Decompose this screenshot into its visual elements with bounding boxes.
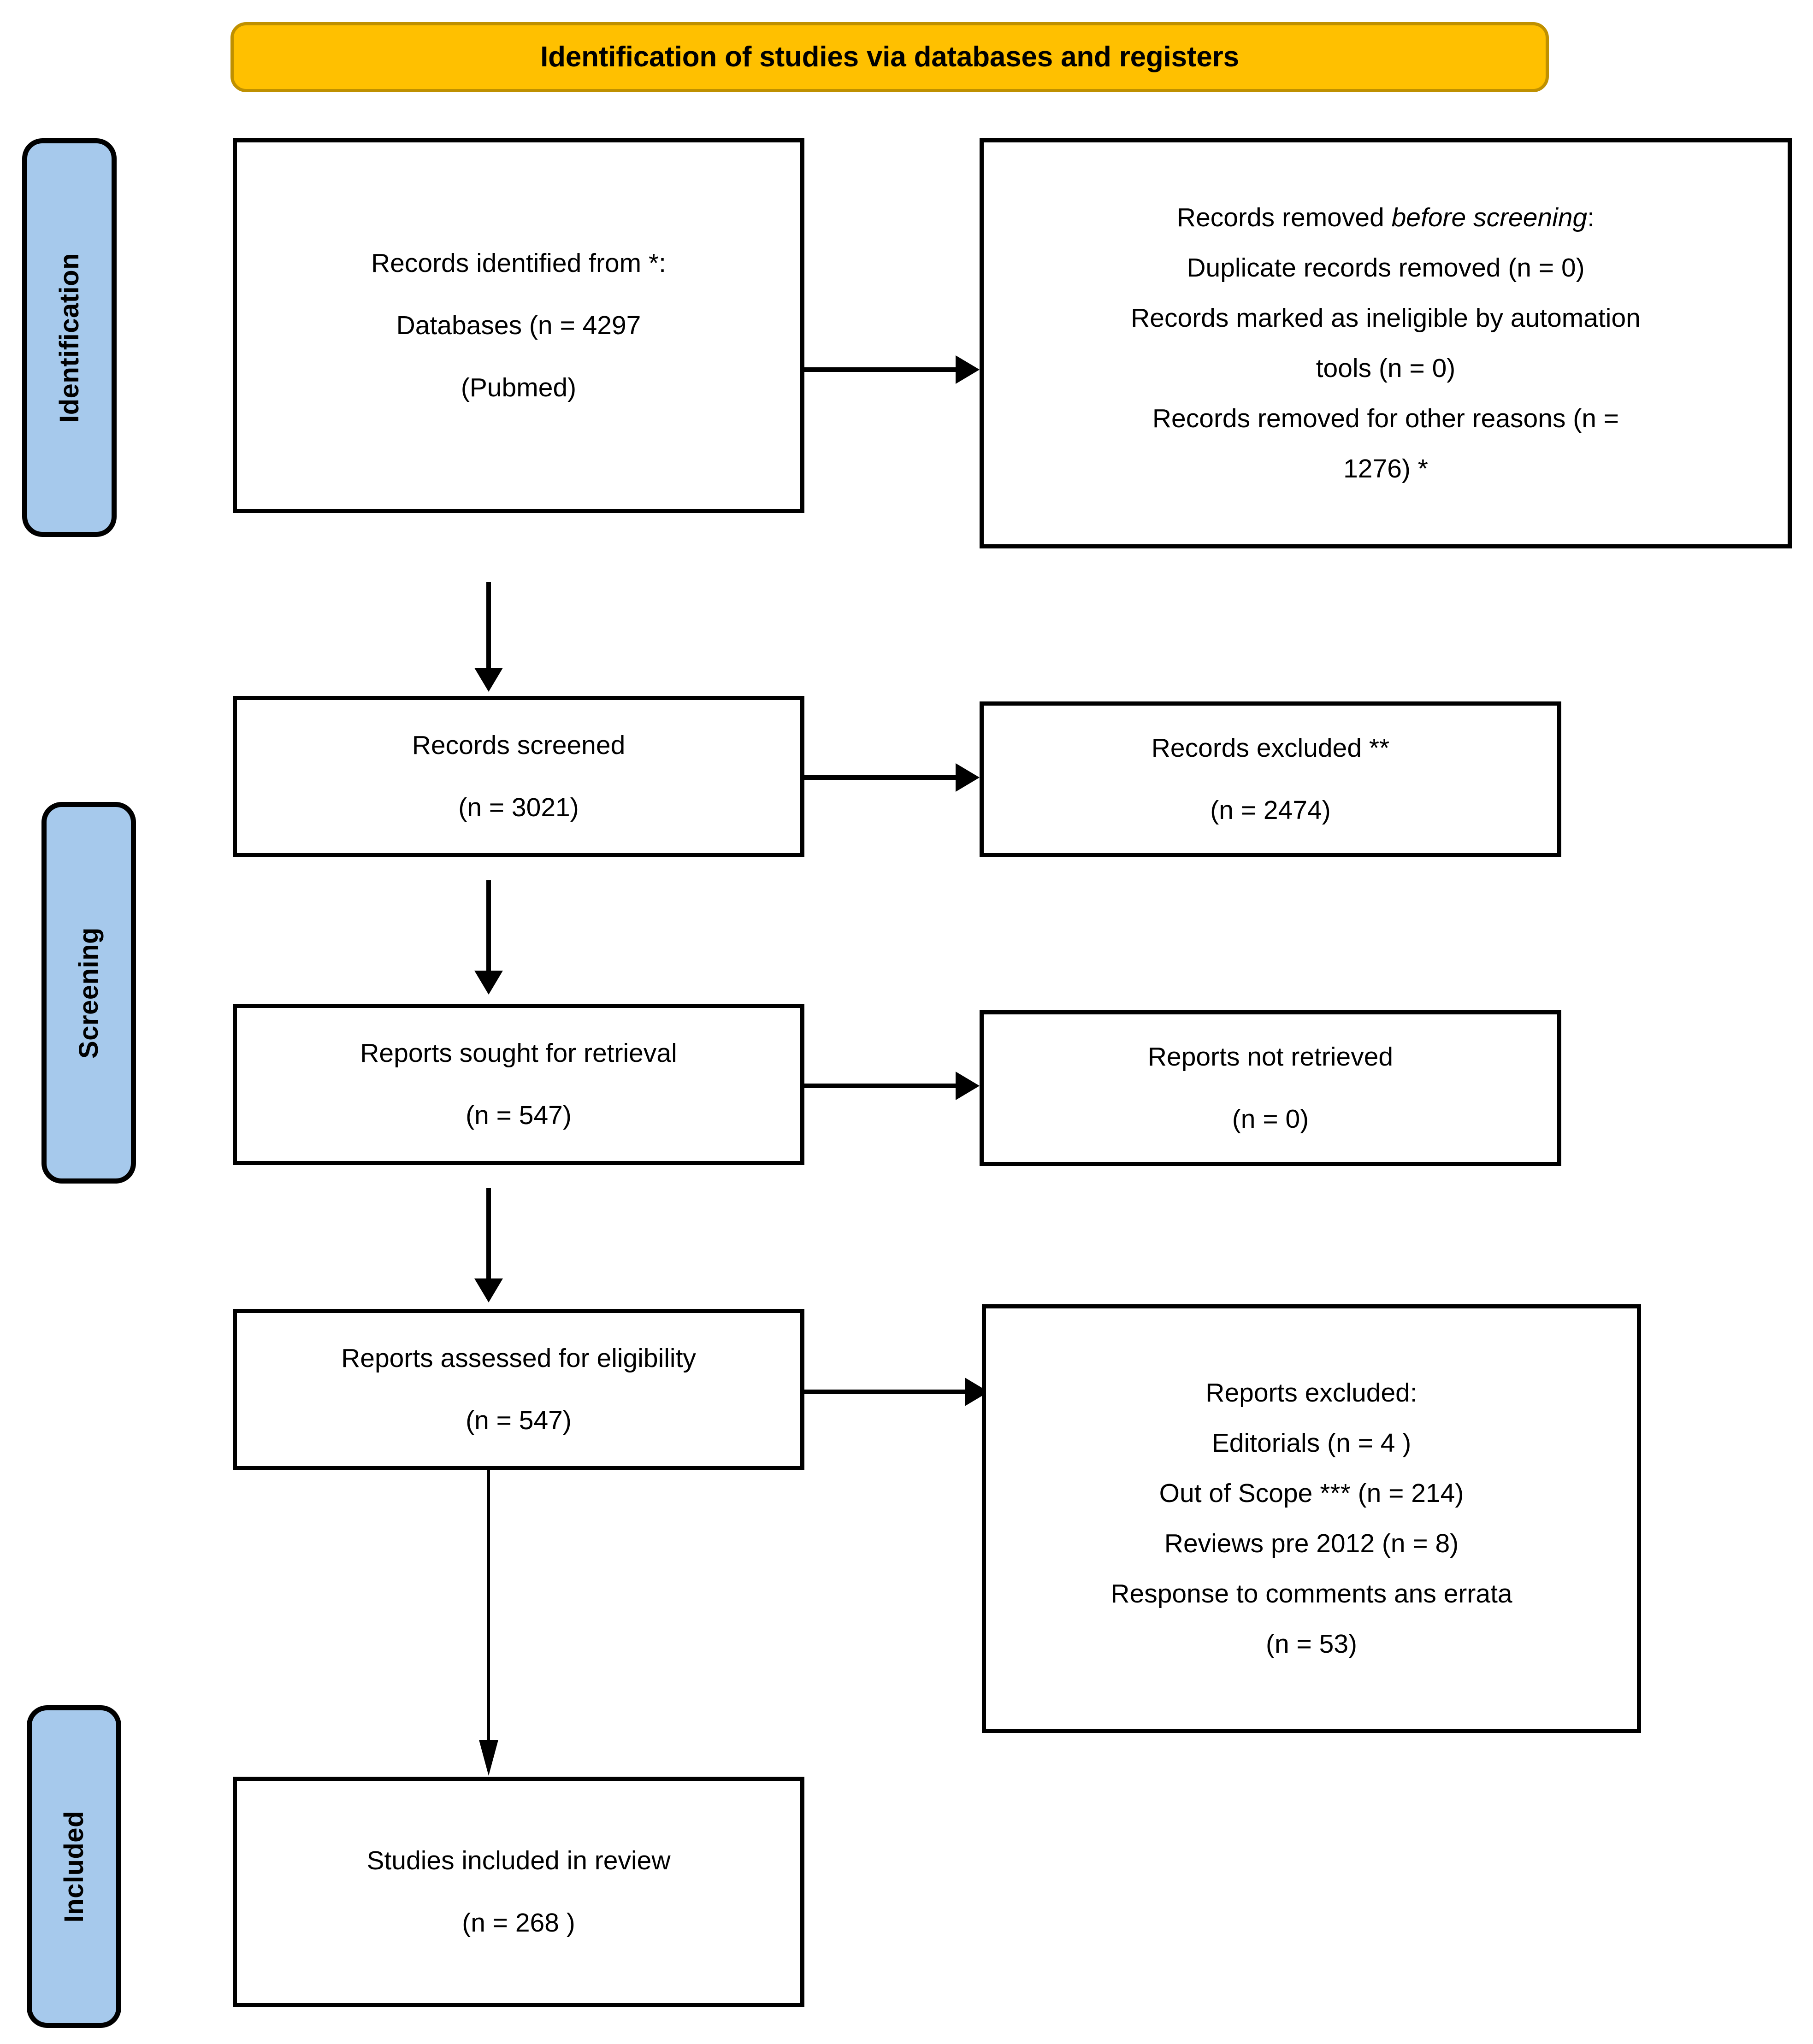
reports-sought-line-1: Reports sought for retrieval	[360, 1038, 677, 1068]
records-removed-line-4: tools (n = 0)	[1316, 353, 1456, 383]
box-reports-sought: Reports sought for retrieval (n = 547)	[233, 1004, 804, 1165]
records-excluded-line-1: Records excluded **	[1151, 733, 1390, 763]
stage-label-identification: Identification	[22, 138, 117, 537]
stage-label-screening: Screening	[41, 802, 136, 1184]
records-removed-line-6: 1276) *	[1343, 454, 1428, 483]
box-records-identified: Records identified from *: Databases (n …	[233, 138, 804, 513]
page-title: Identification of studies via databases …	[540, 41, 1239, 73]
stage-label-included: Included	[27, 1705, 121, 2028]
reports-assessed-line-2: (n = 547)	[466, 1406, 572, 1435]
box-records-screened: Records screened (n = 3021)	[233, 696, 804, 857]
reports-not-retrieved-line-1: Reports not retrieved	[1147, 1042, 1394, 1072]
reports-excluded-line-4: Reviews pre 2012 (n = 8)	[1164, 1529, 1459, 1558]
reports-excluded-line-6: (n = 53)	[1265, 1629, 1358, 1659]
box-reports-excluded: Reports excluded: Editorials (n = 4 ) Ou…	[982, 1304, 1641, 1733]
reports-excluded-line-5: Response to comments ans errata	[1110, 1579, 1512, 1608]
stage-label-screening-text: Screening	[74, 927, 104, 1059]
records-removed-line-2: Duplicate records removed (n = 0)	[1187, 253, 1585, 283]
records-identified-line-1: Records identified from *:	[371, 248, 666, 278]
box-reports-not-retrieved: Reports not retrieved (n = 0)	[980, 1010, 1561, 1166]
stage-label-included-text: Included	[59, 1810, 89, 1923]
reports-sought-line-2: (n = 547)	[466, 1101, 572, 1130]
records-removed-line-3: Records marked as ineligible by automati…	[1131, 303, 1641, 333]
studies-included-line-1: Studies included in review	[366, 1846, 671, 1875]
records-identified-line-3: (Pubmed)	[461, 373, 577, 402]
box-reports-assessed: Reports assessed for eligibility (n = 54…	[233, 1309, 804, 1470]
box-records-excluded: Records excluded ** (n = 2474)	[980, 701, 1561, 857]
records-removed-line-5: Records removed for other reasons (n =	[1152, 404, 1619, 433]
studies-included-line-2: (n = 268 )	[462, 1908, 575, 1938]
reports-excluded-line-3: Out of Scope *** (n = 214)	[1159, 1479, 1464, 1508]
header-banner: Identification of studies via databases …	[230, 22, 1549, 92]
reports-excluded-line-2: Editorials (n = 4 )	[1211, 1428, 1411, 1458]
records-screened-line-2: (n = 3021)	[458, 793, 579, 822]
box-studies-included: Studies included in review (n = 268 )	[233, 1777, 804, 2007]
records-excluded-line-2: (n = 2474)	[1210, 795, 1331, 825]
box-records-removed: Records removed before screening: Duplic…	[980, 138, 1792, 548]
reports-excluded-line-1: Reports excluded:	[1205, 1378, 1417, 1408]
records-screened-line-1: Records screened	[412, 730, 626, 760]
reports-not-retrieved-line-2: (n = 0)	[1232, 1104, 1309, 1134]
records-removed-line-1: Records removed before screening:	[1176, 203, 1595, 232]
stage-label-identification-text: Identification	[54, 253, 84, 423]
reports-assessed-line-1: Reports assessed for eligibility	[341, 1343, 696, 1373]
records-identified-line-2: Databases (n = 4297	[396, 311, 641, 340]
